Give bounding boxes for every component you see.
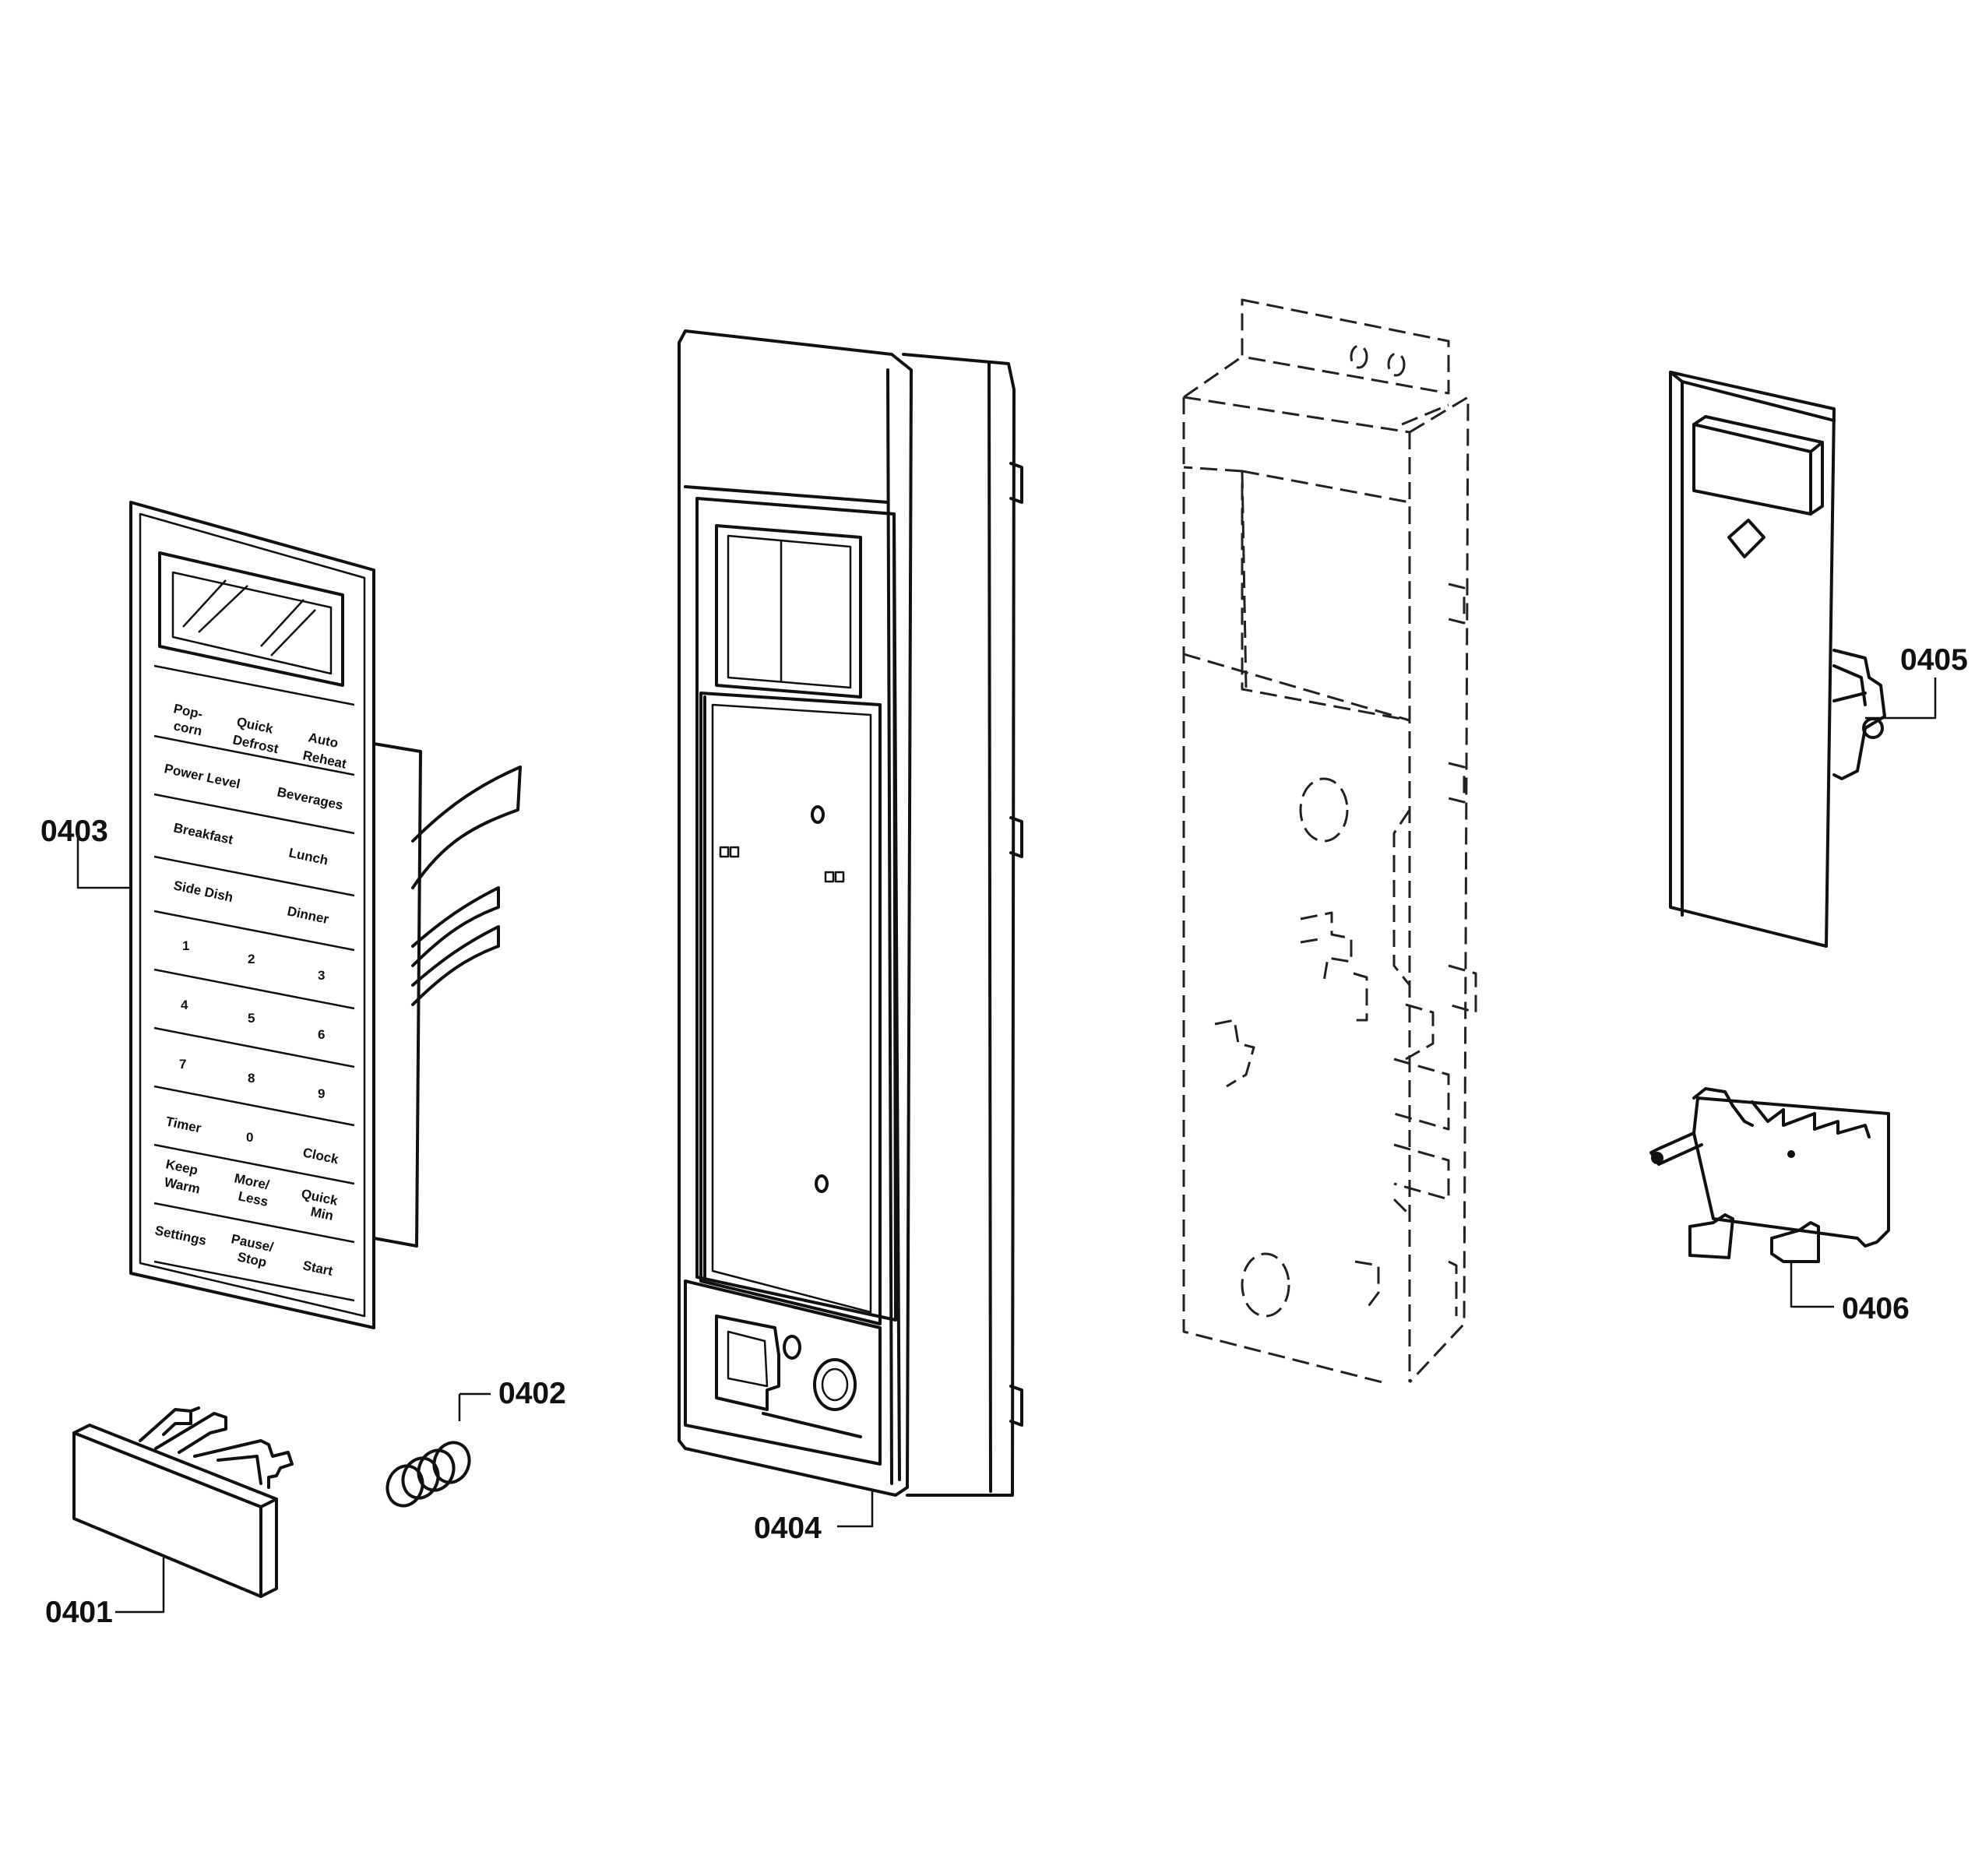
keypad-grid-lines — [153, 664, 355, 1302]
key-7-label: 7 — [179, 1057, 186, 1072]
callout-0405: 0405 — [1900, 643, 1968, 677]
key-3-label: 3 — [318, 968, 325, 983]
part-0401-release-button — [72, 1406, 294, 1598]
key-2-label: 2 — [248, 952, 255, 966]
leader-lines — [76, 678, 1937, 1614]
callout-0404: 0404 — [754, 1512, 822, 1545]
part-0406-interlock-switch — [1649, 1087, 1890, 1263]
reference-chassis-dashed — [1182, 298, 1477, 1384]
key-0-label: 0 — [246, 1130, 253, 1145]
part-0403-keypad-membrane: Pop- corn Quick Defrost Auto Reheat Powe… — [129, 501, 522, 1329]
key-6-label: 6 — [318, 1027, 325, 1042]
part-0405-hinge-plate — [1669, 371, 1886, 948]
part-0404-control-panel-frame — [678, 329, 1023, 1497]
key-9-label: 9 — [318, 1086, 325, 1101]
part-0402-spring — [385, 1441, 471, 1508]
callout-0401: 0401 — [45, 1596, 113, 1629]
callout-0406: 0406 — [1842, 1292, 1910, 1325]
key-1-label: 1 — [182, 938, 189, 953]
callout-labels: 0403 0401 0402 0404 0405 0406 — [40, 643, 1968, 1629]
key-8-label: 8 — [248, 1071, 255, 1086]
callout-0402: 0402 — [498, 1377, 566, 1410]
key-4-label: 4 — [181, 998, 188, 1012]
callout-0403: 0403 — [40, 815, 108, 848]
key-5-label: 5 — [248, 1011, 255, 1026]
